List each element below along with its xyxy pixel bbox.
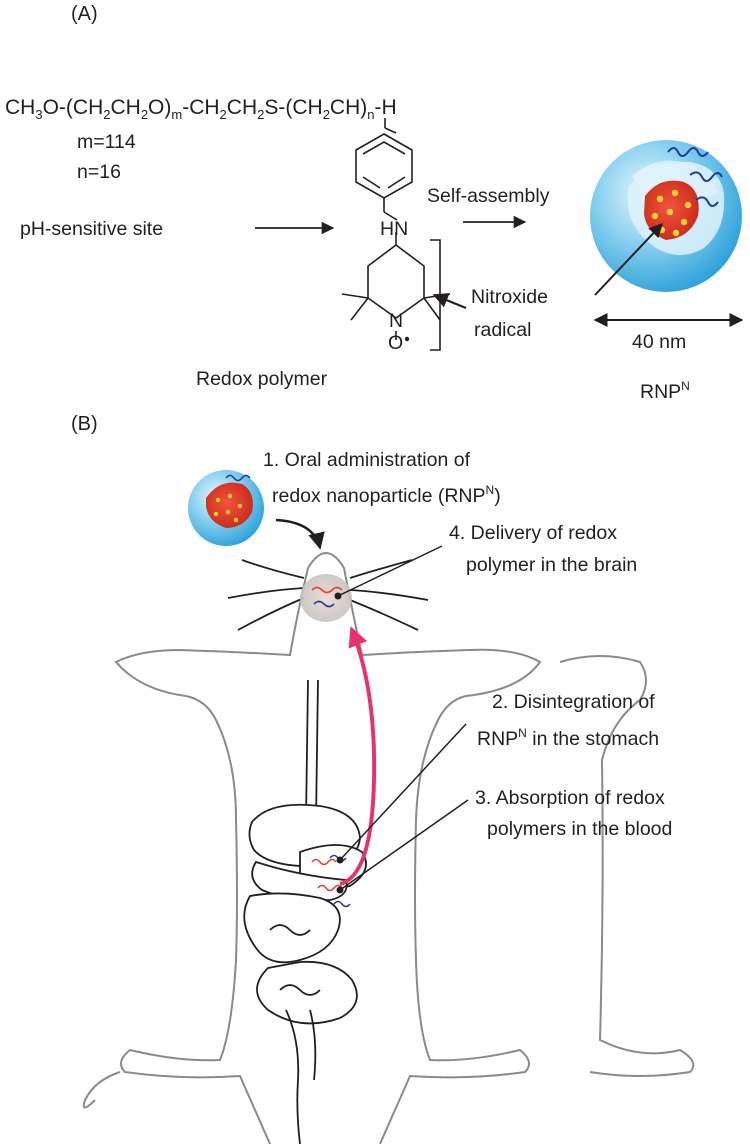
step4-line2: polymer in the brain: [466, 554, 638, 576]
nitroxide-label-1: Nitroxide: [471, 286, 548, 308]
step1-line1: 1. Oral administration of: [263, 449, 471, 471]
polymer-formula: CH3O-(CH2CH2O)m-CH2CH2S-(CH2CH)n-H: [5, 96, 397, 123]
rnp-sphere-icon: [590, 140, 742, 292]
step3-line2: polymers in the blood: [487, 818, 673, 840]
n-value: n=16: [77, 161, 121, 183]
nitroxide-label-2: radical: [474, 319, 532, 341]
self-assembly-label: Self-assembly: [427, 185, 550, 207]
core-pointer-arrow: [594, 222, 663, 296]
step4-line1: 4. Delivery of redox: [449, 522, 617, 544]
digestive-organs: [243, 803, 367, 1144]
panel-b-label: (B): [71, 413, 98, 435]
size-label: 40 nm: [632, 331, 687, 353]
ph-site-label: pH-sensitive site: [20, 218, 164, 240]
n-atom: N: [389, 310, 404, 332]
polymer-chains-gut: [311, 854, 351, 908]
o-atom: O: [388, 332, 404, 354]
rnp-caption: RNPN: [640, 379, 690, 403]
whiskers: [227, 559, 429, 631]
step1-line2: redox nanoparticle (RNPN): [272, 483, 501, 507]
panel-a-label: (A): [71, 3, 98, 25]
step2-line2: RNPN in the stomach: [477, 726, 660, 750]
callout-lines: [337, 545, 469, 891]
m-value: m=114: [77, 131, 136, 153]
esophagus: [305, 679, 319, 821]
rnp-small-icon: [188, 470, 264, 546]
step2-line1: 2. Disintegration of: [492, 691, 655, 713]
nitroxide-arrow: [432, 293, 467, 310]
delivery-arrow: [339, 626, 377, 886]
mouse-body-outline: [82, 552, 695, 1144]
oral-arrow: [275, 518, 325, 550]
callout-dots: [334, 592, 344, 894]
step3-line1: 3. Absorption of redox: [475, 787, 665, 809]
radical-dot: [404, 336, 410, 342]
brain-icon: [300, 574, 352, 622]
hn-atom: HN: [380, 218, 409, 240]
polymer-caption: Redox polymer: [196, 368, 328, 390]
